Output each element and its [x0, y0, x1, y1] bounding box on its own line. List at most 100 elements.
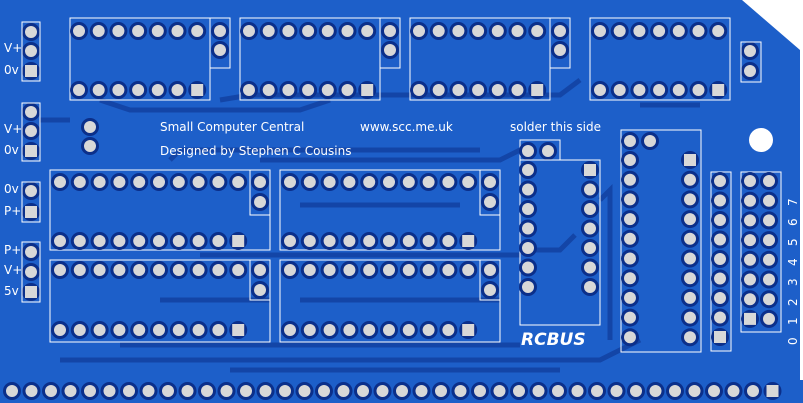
- jumper-pin: [624, 135, 636, 147]
- bus-pin: [162, 385, 174, 397]
- jumper-pin: [254, 284, 266, 296]
- ic-top-3-pin: [692, 84, 705, 96]
- ic-top-1-pin: [262, 25, 275, 37]
- bus-pin: [376, 385, 389, 397]
- ic-right-pin: [624, 272, 636, 285]
- bus-pin: [123, 385, 135, 397]
- ic-right-pin: [624, 232, 636, 245]
- copper-trace: [168, 147, 480, 162]
- ic-2-pin: [212, 324, 225, 336]
- sip-pin: [714, 175, 726, 187]
- power-pin: [25, 185, 37, 197]
- label-pplus-2: P+: [4, 243, 22, 257]
- ic-right-pin: [684, 193, 696, 206]
- ic-right-pin: [624, 213, 636, 226]
- ic-2-pin: [172, 324, 185, 336]
- ic-0-pin: [133, 235, 146, 247]
- ic-outline-top-3: [589, 17, 731, 101]
- ic-top-0-pin: [171, 25, 184, 37]
- ic-1-pin: [462, 176, 475, 188]
- ic-top-0-pin: [191, 84, 204, 96]
- ic-3-pin: [383, 324, 395, 336]
- bus-pin: [298, 385, 311, 397]
- sip-pin: [714, 272, 726, 285]
- jumper-pin: [554, 25, 566, 37]
- label-0v-2: 0v: [4, 143, 19, 157]
- ic-3-pin: [343, 324, 356, 336]
- ic-2-pin: [54, 324, 66, 336]
- ic-1-pin: [363, 176, 376, 188]
- ic-0-pin: [93, 235, 106, 247]
- ic-3-pin: [422, 264, 435, 276]
- header-label-7: 7: [786, 198, 800, 206]
- bus-pin: [337, 385, 350, 397]
- jumper-pin: [254, 176, 266, 188]
- ic-top-1-pin: [282, 84, 295, 96]
- ic-0-pin: [172, 235, 185, 247]
- header-pin: [763, 273, 775, 286]
- ic-3-pin: [462, 324, 475, 336]
- power-pin: [25, 26, 37, 38]
- header-pin: [744, 194, 756, 207]
- ic-2-pin: [153, 264, 165, 276]
- ic-right-pin: [684, 154, 696, 166]
- ic-2-pin: [192, 264, 205, 276]
- jumper-outline: [209, 17, 231, 69]
- ic-2-pin: [133, 324, 146, 336]
- bus-pin: [708, 385, 720, 397]
- rcbus-pin: [522, 183, 534, 196]
- ic-outline-2: [49, 259, 271, 343]
- ic-1-pin: [363, 235, 376, 247]
- test-pin: [84, 140, 96, 152]
- label-5v: 5v: [4, 284, 19, 298]
- ic-3-pin: [363, 264, 376, 276]
- ic-top-3-pin: [594, 25, 606, 37]
- bus-pin: [649, 385, 662, 397]
- ic-top-1-pin: [361, 25, 374, 37]
- label-0v-1: 0v: [4, 63, 19, 77]
- ic-top-2-pin: [472, 25, 485, 37]
- ic-top-0-pin: [112, 84, 125, 96]
- label-vplus-1: V+: [4, 41, 23, 55]
- jumper-outline: [740, 41, 762, 83]
- rcbus-pin: [584, 203, 596, 215]
- ic-top-0-pin: [112, 25, 125, 37]
- bus-pin: [747, 385, 759, 397]
- header-pin: [744, 234, 756, 247]
- jumper-pin: [484, 284, 496, 296]
- ic-top-3-pin: [712, 25, 725, 37]
- ic-right-pin: [684, 213, 696, 226]
- bus-pin: [727, 385, 740, 397]
- ic-1-pin: [343, 176, 356, 188]
- rcbus-pin: [584, 281, 596, 293]
- label-0v-3: 0v: [4, 182, 19, 196]
- ic-2-pin: [93, 324, 106, 336]
- ic-top-3-pin: [653, 25, 666, 37]
- ic-top-3-pin: [613, 25, 626, 37]
- solder-note: solder this side: [510, 120, 601, 134]
- copper-trace: [60, 337, 642, 363]
- ic-top-2-pin: [432, 25, 445, 37]
- ic-3-pin: [462, 264, 475, 276]
- bus-pin: [240, 385, 252, 397]
- ic-right-pin: [684, 311, 696, 324]
- ic-top-2-pin: [452, 84, 465, 96]
- jumper-pin: [254, 264, 266, 276]
- ic-3-pin: [442, 264, 455, 276]
- bus-pin: [688, 385, 701, 397]
- sip-outline: [710, 171, 732, 352]
- header-label-4: 4: [786, 258, 800, 266]
- copper-trace: [99, 97, 331, 113]
- ic-0-pin: [172, 176, 185, 188]
- rcbus-pin: [522, 242, 534, 254]
- ic-1-pin: [303, 235, 316, 247]
- ic-top-1-pin: [321, 25, 334, 37]
- ic-3-pin: [343, 264, 356, 276]
- ic-right-pin: [684, 252, 696, 265]
- header-label-5: 5: [786, 238, 800, 246]
- ic-1-pin: [383, 176, 395, 188]
- header-pin: [763, 194, 775, 207]
- header-pin: [744, 253, 756, 266]
- rcbus-pin: [522, 261, 534, 274]
- ic-top-1-pin: [361, 84, 374, 96]
